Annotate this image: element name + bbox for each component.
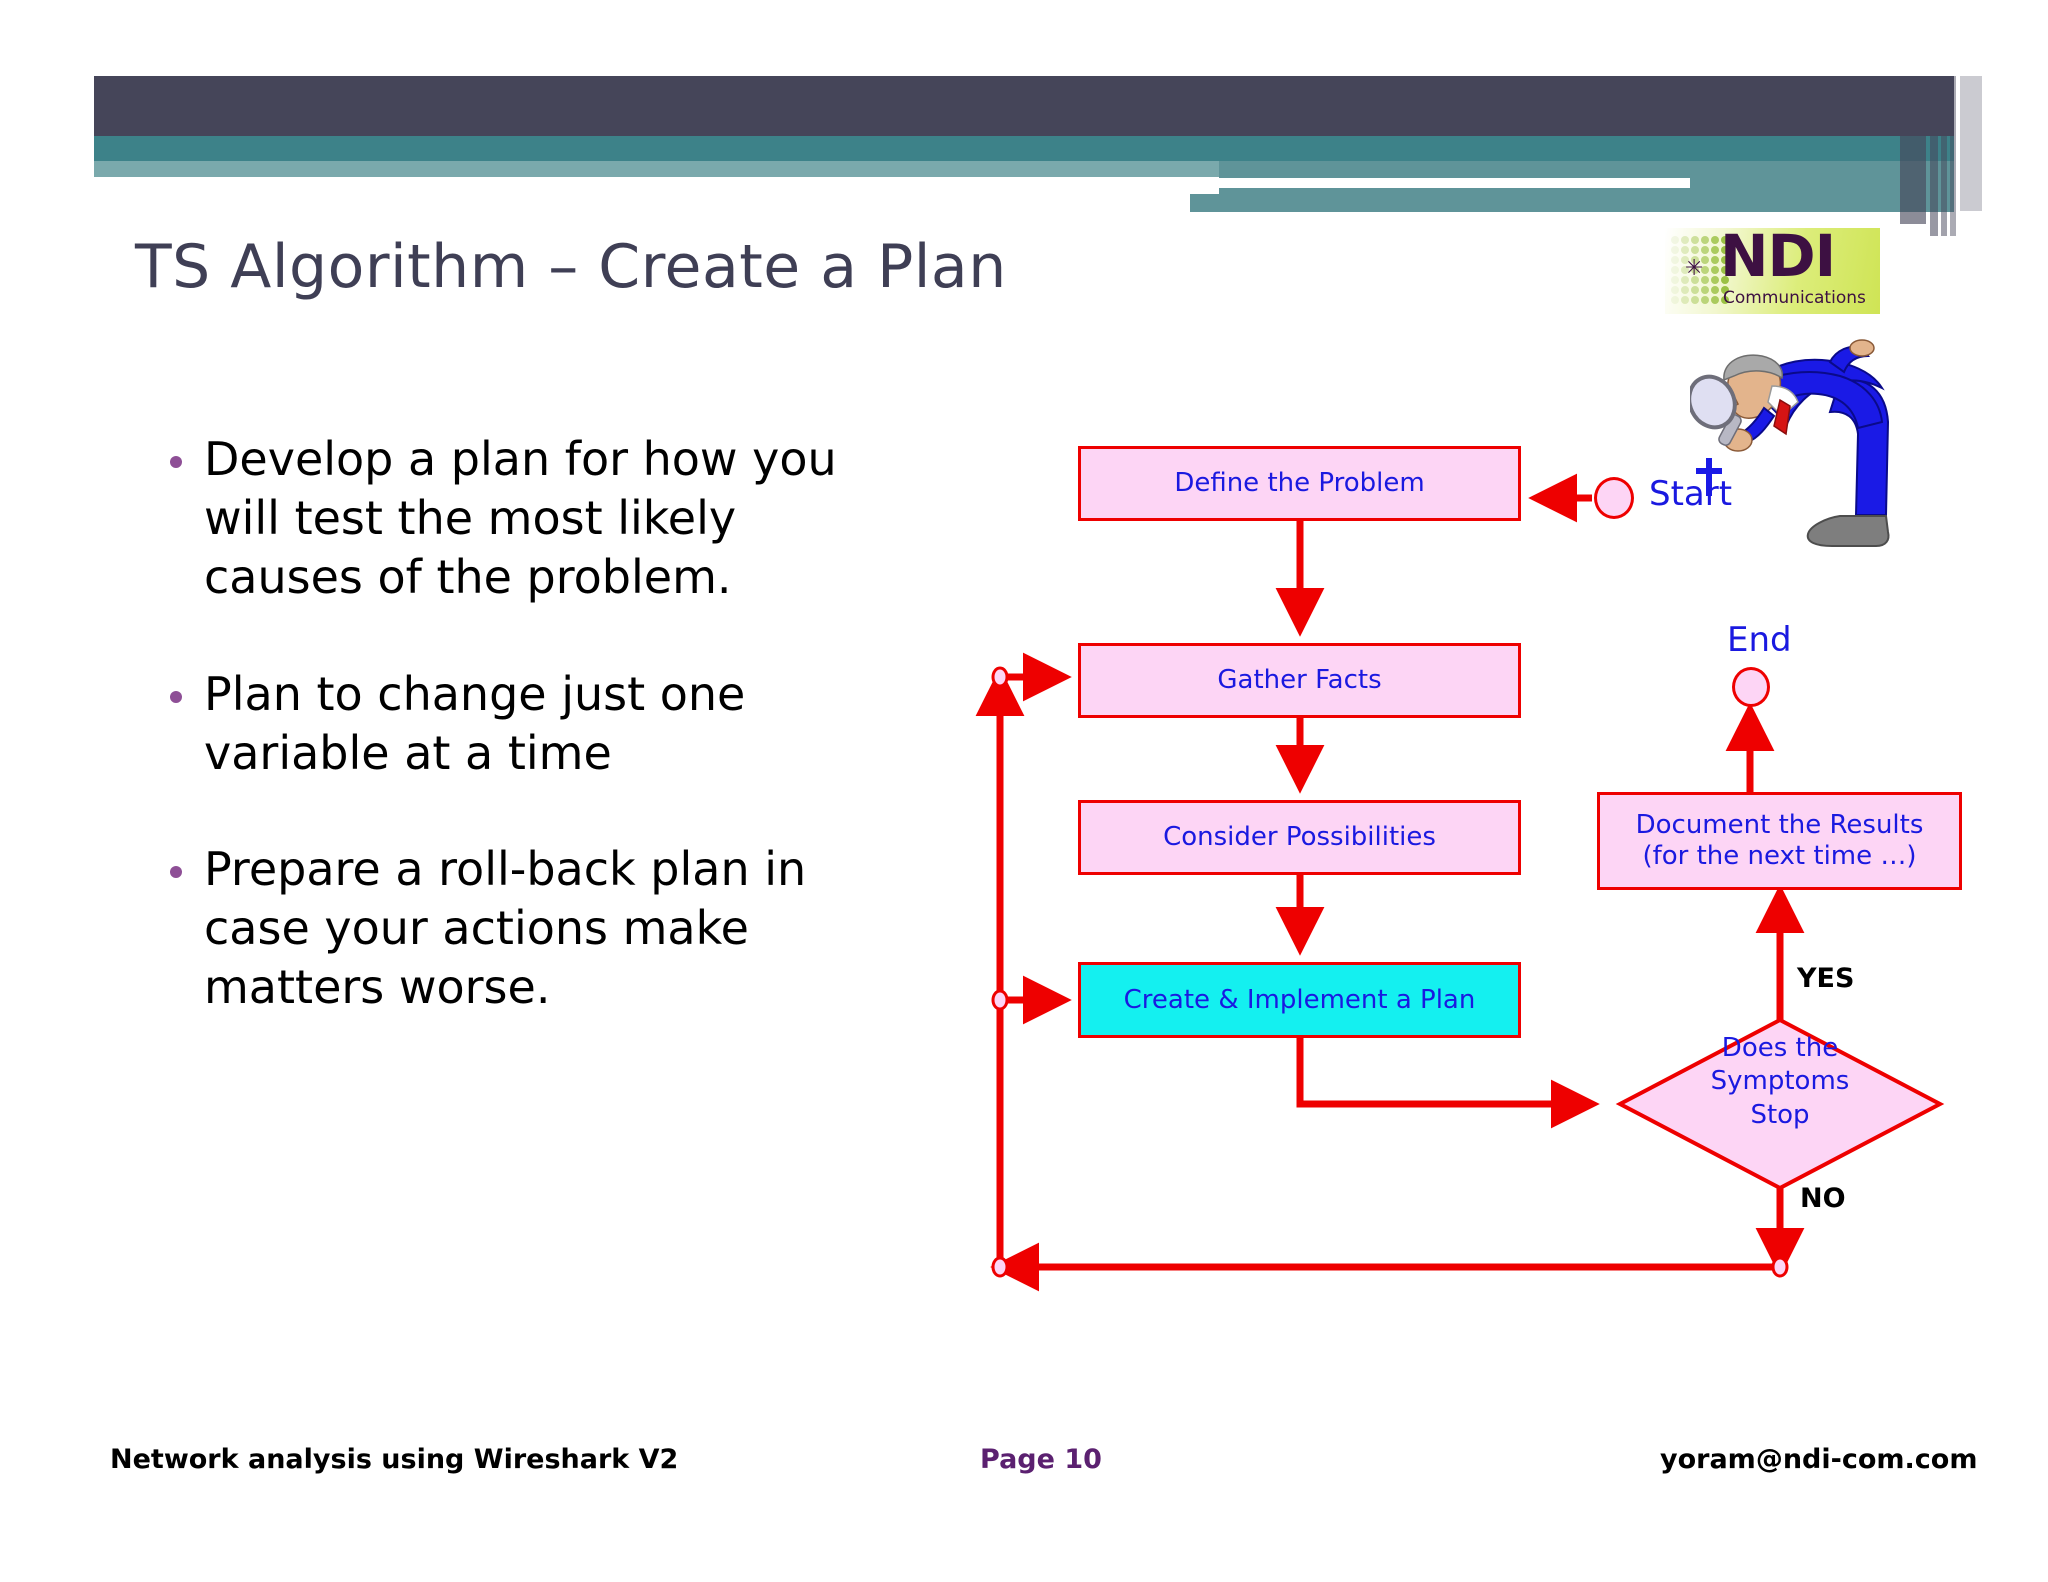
list-item: Plan to change just one variable at a ti… <box>170 665 890 783</box>
flow-node-define-the-problem[interactable]: Define the Problem <box>1078 446 1521 521</box>
logo-star-icon: ✳ <box>1685 256 1704 281</box>
bullet-text: Develop a plan for how you will test the… <box>204 432 837 604</box>
header-teal-right-lower <box>1190 194 1954 212</box>
logo-dot-grid <box>1671 236 1733 308</box>
flow-node-gather-facts[interactable]: Gather Facts <box>1078 643 1521 718</box>
header-white-notch <box>1190 178 1690 188</box>
footer-email: yoram@ndi-com.com <box>1660 1444 1978 1475</box>
flow-node-consider-possibilities[interactable]: Consider Possibilities <box>1078 800 1521 875</box>
bullet-dot-icon <box>170 866 182 879</box>
bullet-dot-icon <box>170 690 182 703</box>
flow-terminator-start[interactable] <box>1594 477 1634 519</box>
header-teal-right-upper <box>1219 161 1954 194</box>
list-item: Prepare a roll-back plan in case your ac… <box>170 840 890 1017</box>
footer-page-number: Page 10 <box>980 1444 1102 1475</box>
decision-line-3: Stop <box>1750 1099 1810 1130</box>
bullet-text: Plan to change just one variable at a ti… <box>204 666 746 780</box>
header-stripe-5 <box>1960 76 1982 211</box>
detective-icon <box>1690 339 1890 547</box>
page-title: TS Algorithm – Create a Plan <box>135 232 1007 302</box>
logo-tagline: Communications <box>1723 288 1866 308</box>
decision-line-1: Does the <box>1721 1033 1839 1063</box>
footer-course-title: Network analysis using Wireshark V2 <box>110 1444 679 1475</box>
flow-node-document-results[interactable]: Document the Results (for the next time … <box>1597 792 1962 890</box>
flow-branch-label-no: NO <box>1800 1183 1846 1214</box>
header-teal-band <box>94 136 1954 161</box>
header-dark-band <box>94 76 1954 136</box>
flow-decision-label: Does the Symptoms Stop <box>1640 1032 1920 1132</box>
document-line-1: Document the Results <box>1635 810 1924 841</box>
document-line-2: (for the next time …) <box>1642 841 1917 871</box>
header-stripe-1 <box>1900 76 1926 224</box>
flow-node-create-implement-plan[interactable]: Create & Implement a Plan <box>1078 962 1521 1038</box>
flow-label-start: Start <box>1649 474 1733 514</box>
flow-label-end: End <box>1727 620 1792 660</box>
header-teal-pale-band <box>94 161 1219 177</box>
bullet-text: Prepare a roll-back plan in case your ac… <box>204 842 807 1015</box>
header-stripe-4 <box>1950 76 1956 236</box>
ndi-logo: ✳ NDI Communications <box>1665 228 1880 314</box>
header-stripe-3 <box>1941 76 1947 236</box>
bullet-dot-icon <box>170 456 182 468</box>
bullet-list: Develop a plan for how you will test the… <box>170 430 890 1075</box>
flow-branch-label-yes: YES <box>1797 963 1855 994</box>
decision-line-2: Symptoms <box>1710 1066 1850 1097</box>
logo-wordmark: NDI <box>1720 228 1836 290</box>
header-stripe-2 <box>1930 76 1938 236</box>
flow-terminator-end[interactable] <box>1732 667 1770 707</box>
list-item: Develop a plan for how you will test the… <box>170 430 890 607</box>
